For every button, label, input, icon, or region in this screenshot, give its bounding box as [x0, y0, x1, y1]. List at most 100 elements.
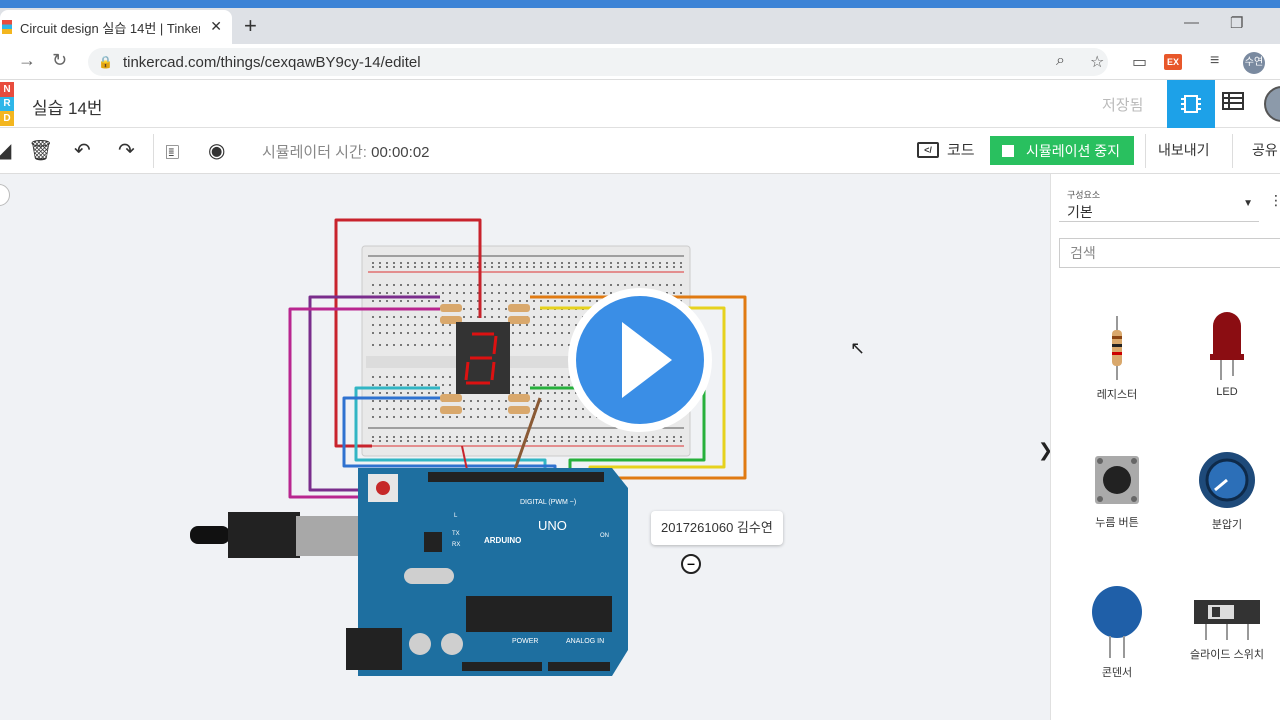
rx-label: RX: [452, 542, 460, 548]
logo-letter: D: [0, 111, 14, 126]
share-button[interactable]: 공유: [1252, 142, 1278, 158]
zoom-icon[interactable]: ⌕: [1056, 52, 1065, 69]
tinkercad-favicon-icon: [2, 20, 12, 34]
component-label: 슬라이드 스위치: [1190, 649, 1264, 661]
play-overlay-icon[interactable]: [568, 288, 712, 432]
sim-time-label: 시뮬레이터 시간:: [262, 144, 367, 161]
component-capacitor[interactable]: 콘덴서: [1067, 584, 1167, 680]
component-label: 레지스터: [1096, 389, 1138, 401]
code-button[interactable]: </ 코드: [917, 139, 975, 160]
rotate-icon[interactable]: ◢: [0, 140, 12, 162]
delete-icon[interactable]: 🗑: [28, 140, 54, 162]
wire-red: [334, 218, 482, 448]
tinkercad-logo[interactable]: N R D: [0, 82, 14, 126]
chip-icon: [1181, 95, 1201, 113]
app-header: N R D 실습 14번 저장됨: [0, 80, 1280, 128]
circuit-view-button[interactable]: [1167, 80, 1215, 128]
forward-icon[interactable]: →: [18, 50, 36, 70]
close-tab-icon[interactable]: ✕: [210, 18, 222, 34]
plus-icon[interactable]: +: [244, 13, 257, 38]
resistor-icon: [1112, 316, 1122, 380]
l-label: L: [454, 513, 458, 519]
slide-switch-icon: [1194, 600, 1260, 640]
schematic-list-button[interactable]: [1222, 92, 1244, 116]
component-label: 콘덴서: [1101, 667, 1133, 679]
window-top-strip: [0, 0, 1280, 8]
list-view-icon[interactable]: ⋮: [1269, 192, 1280, 208]
browser-tab[interactable]: Circuit design 실습 14번 | Tinkercad ✕: [0, 10, 232, 44]
extension-icon[interactable]: EX: [1164, 54, 1182, 70]
pushbutton-icon: [1095, 456, 1139, 504]
note-icon[interactable]: 🗉: [165, 142, 180, 164]
redo-icon[interactable]: ↷: [118, 140, 135, 162]
sim-time-value: 00:00:02: [371, 144, 430, 161]
user-avatar[interactable]: [1264, 86, 1280, 122]
code-icon: </: [917, 141, 939, 158]
component-pushbutton[interactable]: 누름 버튼: [1067, 452, 1167, 530]
components-dropdown[interactable]: 구성요소 기본 ▼: [1059, 182, 1259, 222]
component-slide-switch[interactable]: 슬라이드 스위치: [1177, 596, 1277, 662]
analog-in-label: ANALOG IN: [566, 638, 604, 645]
table-icon: [1222, 92, 1244, 110]
component-resistor[interactable]: 레지스터: [1067, 316, 1167, 402]
address-bar-row: → ↻ 🔒 tinkercad.com/things/cexqawBY9cy-1…: [0, 44, 1280, 80]
capacitor-icon: [1092, 586, 1142, 658]
component-label: LED: [1216, 386, 1238, 398]
profile-avatar[interactable]: 수연: [1243, 52, 1265, 74]
mouse-cursor-icon: ↖: [850, 338, 866, 358]
power-label: POWER: [512, 638, 538, 645]
editor-toolbar: ◢ 🗑 ↶ ↷ 🗉 ◉ 시뮬레이터 시간: 00:00:02 </ 코드 시뮬레…: [0, 128, 1280, 174]
undo-icon[interactable]: ↶: [74, 140, 91, 162]
circuit-drawing: DIGITAL (PWM ~) UNO ARDUINO POWER ANALOG…: [190, 218, 747, 676]
potentiometer-icon: [1199, 452, 1255, 508]
save-status: 저장됨: [1102, 97, 1144, 114]
stop-simulation-button[interactable]: 시뮬레이션 중지: [990, 136, 1134, 165]
on-label: ON: [600, 533, 609, 539]
project-title[interactable]: 실습 14번: [32, 99, 103, 118]
caret-down-icon: ▼: [1243, 198, 1253, 209]
playlist-icon[interactable]: ≡: [1210, 52, 1220, 69]
toolbar-divider: [153, 134, 154, 168]
star-icon[interactable]: ☆: [1090, 54, 1105, 71]
url-field[interactable]: 🔒 tinkercad.com/things/cexqawBY9cy-14/ed…: [88, 48, 1108, 76]
export-button[interactable]: 내보내기: [1158, 142, 1210, 158]
toolbar-divider: [1232, 134, 1233, 168]
toolbar-divider: [1145, 134, 1146, 168]
minus-icon[interactable]: –: [681, 554, 701, 574]
components-panel: 구성요소 기본 ▼ ⋮ 레지스터 LED 누름 버튼 분압기 콘덴서 슬라이드 …: [1050, 174, 1280, 720]
tab-title: Circuit design 실습 14번 | Tinkercad: [20, 20, 200, 36]
logo-letter: N: [0, 82, 14, 97]
component-label: 분압기: [1211, 519, 1243, 531]
stop-icon: [1002, 144, 1014, 157]
component-search-input[interactable]: [1059, 238, 1280, 268]
component-label: 누름 버튼: [1095, 517, 1139, 529]
components-dropdown-value: 기본: [1067, 204, 1093, 220]
stop-simulation-label: 시뮬레이션 중지: [1026, 142, 1121, 159]
wire-brown: [510, 397, 542, 479]
tab-bar: Circuit design 실습 14번 | Tinkercad ✕ + — …: [0, 8, 1280, 44]
restore-icon[interactable]: ❐: [1230, 15, 1244, 32]
uno-label: UNO: [538, 518, 567, 533]
component-potentiometer[interactable]: 분압기: [1177, 450, 1277, 532]
cast-icon[interactable]: ▭: [1132, 54, 1148, 71]
reload-icon[interactable]: ↻: [52, 50, 68, 70]
logo-letter: R: [0, 96, 14, 112]
seven-segment-display[interactable]: [456, 322, 510, 394]
component-led[interactable]: LED: [1177, 306, 1277, 398]
led-icon: [1210, 312, 1244, 380]
lock-icon: 🔒: [98, 55, 113, 69]
name-annotation[interactable]: 2017261060 김수연: [651, 511, 783, 545]
chevron-right-icon[interactable]: ❯: [1038, 440, 1054, 460]
simulator-time: 시뮬레이터 시간: 00:00:02: [262, 141, 430, 162]
tx-label: TX: [452, 531, 460, 537]
resistors[interactable]: [440, 304, 530, 414]
url-text: tinkercad.com/things/cexqawBY9cy-14/edit…: [122, 53, 421, 71]
eye-icon[interactable]: ◉: [208, 140, 226, 162]
minimize-icon[interactable]: —: [1184, 14, 1199, 31]
digital-label: DIGITAL (PWM ~): [520, 499, 576, 506]
components-dropdown-label: 구성요소: [1067, 190, 1101, 200]
arduino-uno-board[interactable]: DIGITAL (PWM ~) UNO ARDUINO POWER ANALOG…: [346, 468, 628, 676]
code-label: 코드: [947, 142, 975, 159]
arduino-label: ARDUINO: [484, 536, 521, 545]
circuit-canvas[interactable]: DIGITAL (PWM ~) UNO ARDUINO POWER ANALOG…: [0, 174, 1053, 720]
